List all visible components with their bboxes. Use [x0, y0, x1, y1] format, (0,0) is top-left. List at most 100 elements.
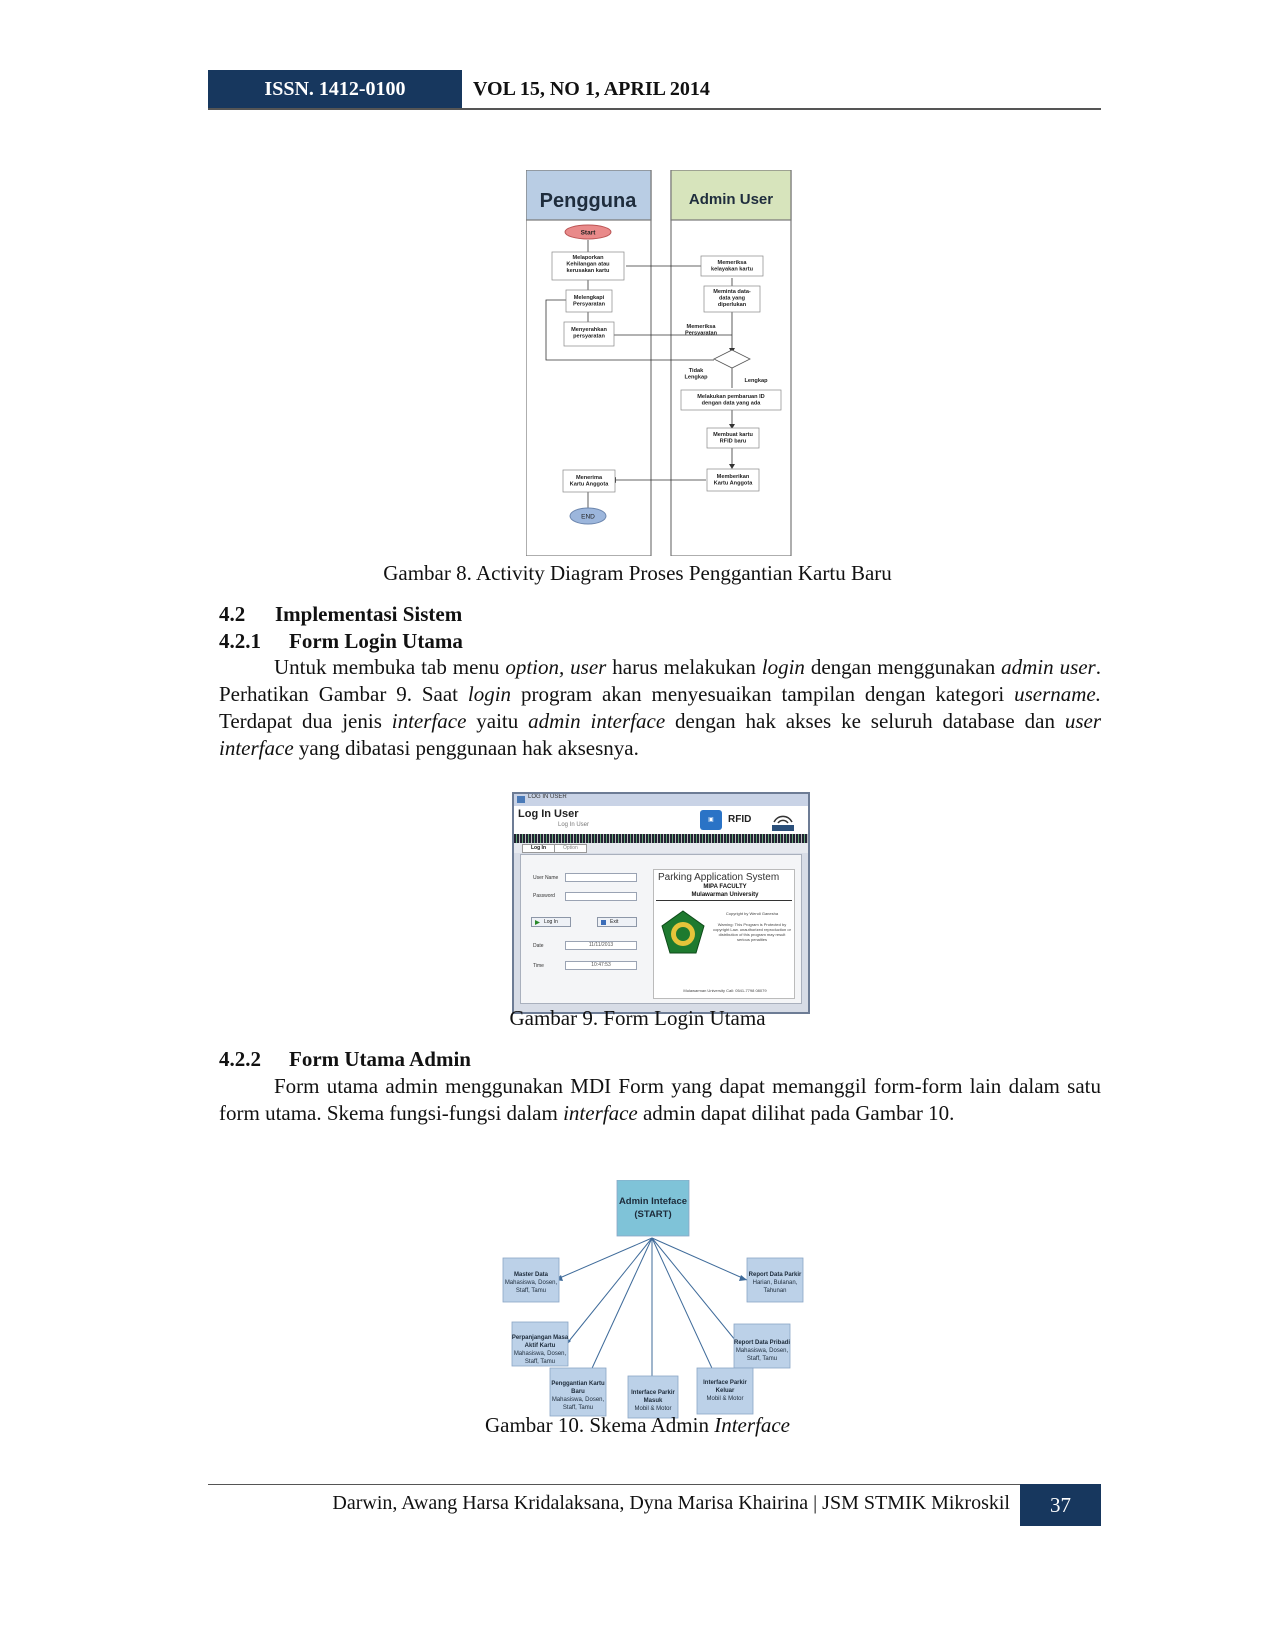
- tab-option[interactable]: Option: [554, 844, 587, 853]
- section-number: 4.2.2: [219, 1047, 261, 1071]
- lapor-label: Melaporkan: [572, 255, 604, 261]
- decision-no-label: Lengkap: [684, 375, 708, 381]
- periksa-kelayakan-label: Memeriksa: [718, 260, 748, 266]
- header-rule: [208, 108, 1101, 110]
- play-icon: [535, 920, 540, 925]
- login-tabs: Log In Option: [514, 843, 808, 853]
- rfid-label: RFID: [728, 814, 752, 825]
- report-pribadi-label: Mahasiswa, Dosen,: [736, 1348, 789, 1354]
- perpanjangan-label: Perpanjangan Masa: [512, 1335, 569, 1341]
- buat-kartu-label: Membuat kartu: [713, 432, 753, 438]
- start-node: Start: [581, 230, 597, 237]
- minta-data-label: Meminta data-: [713, 289, 751, 295]
- admin-center-label: (START): [634, 1209, 671, 1220]
- penggantian-label: Staff, Tamu: [563, 1405, 593, 1411]
- section-title: Form Login Utama: [289, 629, 463, 653]
- perpanjangan-label: Staff, Tamu: [525, 1359, 555, 1365]
- beri-kartu-label: Kartu Anggota: [714, 481, 754, 487]
- copyright-text: Copyright by Wendi Ganesha: [725, 911, 779, 916]
- password-label: Password: [533, 893, 555, 899]
- penggantian-label: Mahasiswa, Dosen,: [552, 1397, 605, 1403]
- info-rule: [656, 900, 792, 901]
- parkir-masuk-label: Masuk: [644, 1398, 663, 1404]
- app-title: Parking Application System: [658, 872, 780, 883]
- decorative-stripe: [514, 834, 808, 843]
- parking-car-icon: ▣: [700, 810, 722, 830]
- date-field: 11/11/2013: [565, 941, 637, 950]
- lengkapi-label: Persyaratan: [573, 302, 606, 308]
- perbaruan-label: Melakukan pembaruan ID: [697, 394, 764, 400]
- info-panel: Parking Application System MIPA FACULTY …: [653, 869, 795, 999]
- exit-icon: [601, 920, 606, 925]
- periksa-syarat-label: Persyaratan: [685, 331, 718, 337]
- beri-kartu-label: Memberikan: [717, 474, 750, 480]
- username-input[interactable]: [565, 873, 637, 882]
- exit-button[interactable]: Exit: [597, 917, 637, 927]
- time-label: Time: [533, 963, 544, 969]
- perpanjangan-label: Aktif Kartu: [525, 1343, 556, 1349]
- report-parkir-label: Harian, Bulanan,: [753, 1280, 798, 1286]
- page-number: 37: [1020, 1484, 1101, 1526]
- login-banner: Log In User Log In User ▣ RFID: [514, 806, 808, 834]
- admin-center-label: Admin Inteface: [619, 1196, 687, 1207]
- faculty-name: MIPA FACULTY: [703, 884, 747, 890]
- banner-title: Log In User: [518, 808, 579, 820]
- footer-rule: [208, 1484, 1020, 1485]
- time-field: 10:47:53: [565, 961, 637, 970]
- figure-8-caption: Gambar 8. Activity Diagram Proses Pengga…: [383, 561, 892, 585]
- parkir-masuk-label: Mobil & Motor: [634, 1406, 671, 1412]
- end-node: END: [581, 514, 595, 521]
- parkir-keluar-label: Keluar: [716, 1388, 735, 1394]
- lane-admin-user: Admin User: [689, 191, 773, 208]
- figure-10-caption: Gambar 10. Skema Admin Interface: [484, 1413, 790, 1437]
- minta-data-label: data yang: [719, 296, 746, 302]
- window-titlebar: LOG IN USER: [514, 794, 808, 806]
- decision-no-label: Tidak: [689, 368, 704, 374]
- periksa-kelayakan-label: kelayakan kartu: [711, 267, 754, 273]
- report-parkir-label: Tahunan: [763, 1288, 786, 1294]
- section-4-2-heading: 4.2 Implementasi Sistem: [219, 602, 462, 627]
- paragraph-admin: Form utama admin menggunakan MDI Form ya…: [219, 1074, 1101, 1125]
- login-panel: User Name Password Log In Exit Date 11/1…: [520, 854, 802, 1004]
- penggantian-label: Baru: [571, 1389, 585, 1395]
- master-data-label: Master Data: [514, 1272, 549, 1278]
- master-data-label: Mahasiswa, Dosen,: [505, 1280, 558, 1286]
- figure-9-caption: Gambar 9. Form Login Utama: [509, 1006, 766, 1030]
- section-title: Form Utama Admin: [289, 1047, 471, 1071]
- paragraph-login: Untuk membuka tab menu option, user haru…: [219, 655, 1101, 760]
- section-number: 4.2: [219, 602, 246, 626]
- header-issn: ISSN. 1412-0100: [208, 70, 462, 108]
- figure-8-activity-diagram: Pengguna Admin User: [526, 170, 796, 556]
- terima-label: Menerima: [576, 475, 603, 481]
- serahkan-label: persyaratan: [573, 334, 605, 340]
- date-label: Date: [533, 943, 544, 949]
- warning-text: Warning: This Program is Protected by co…: [713, 922, 791, 942]
- header-volume: VOL 15, NO 1, APRIL 2014: [473, 78, 710, 100]
- report-pribadi-label: Report Data Pribadi: [734, 1340, 790, 1346]
- section-title: Implementasi Sistem: [275, 602, 463, 626]
- lengkapi-label: Melengkapi: [574, 295, 605, 301]
- lapor-label: kerusakan kartu: [567, 268, 610, 274]
- parkir-masuk-label: Interface Parkir: [631, 1390, 675, 1396]
- lapor-label: Kehilangan atau: [566, 262, 610, 268]
- decision-yes-label: Lengkap: [744, 378, 768, 384]
- minta-data-label: diperlukan: [718, 302, 747, 308]
- perpanjangan-label: Mahasiswa, Dosen,: [514, 1351, 567, 1357]
- tab-login[interactable]: Log In: [522, 844, 555, 853]
- lane-pengguna: Pengguna: [540, 190, 638, 212]
- parkir-keluar-label: Mobil & Motor: [706, 1396, 743, 1402]
- banner-subtitle: Log In User: [558, 822, 590, 828]
- figure-9-login-form: LOG IN USER Log In User Log In User ▣ RF…: [512, 792, 810, 1014]
- parkir-keluar-label: Interface Parkir: [703, 1380, 747, 1386]
- university-logo-icon: [661, 910, 705, 954]
- master-data-label: Staff, Tamu: [516, 1288, 546, 1294]
- periksa-syarat-label: Memeriksa: [687, 324, 717, 330]
- signal-icon: [772, 815, 794, 831]
- penggantian-label: Penggantian Kartu: [551, 1381, 605, 1387]
- login-button[interactable]: Log In: [531, 917, 571, 927]
- password-input[interactable]: [565, 892, 637, 901]
- footer-authors: Darwin, Awang Harsa Kridalaksana, Dyna M…: [332, 1492, 1010, 1514]
- info-footer: Mulawarman University Call: 0541-7798 08…: [683, 988, 767, 993]
